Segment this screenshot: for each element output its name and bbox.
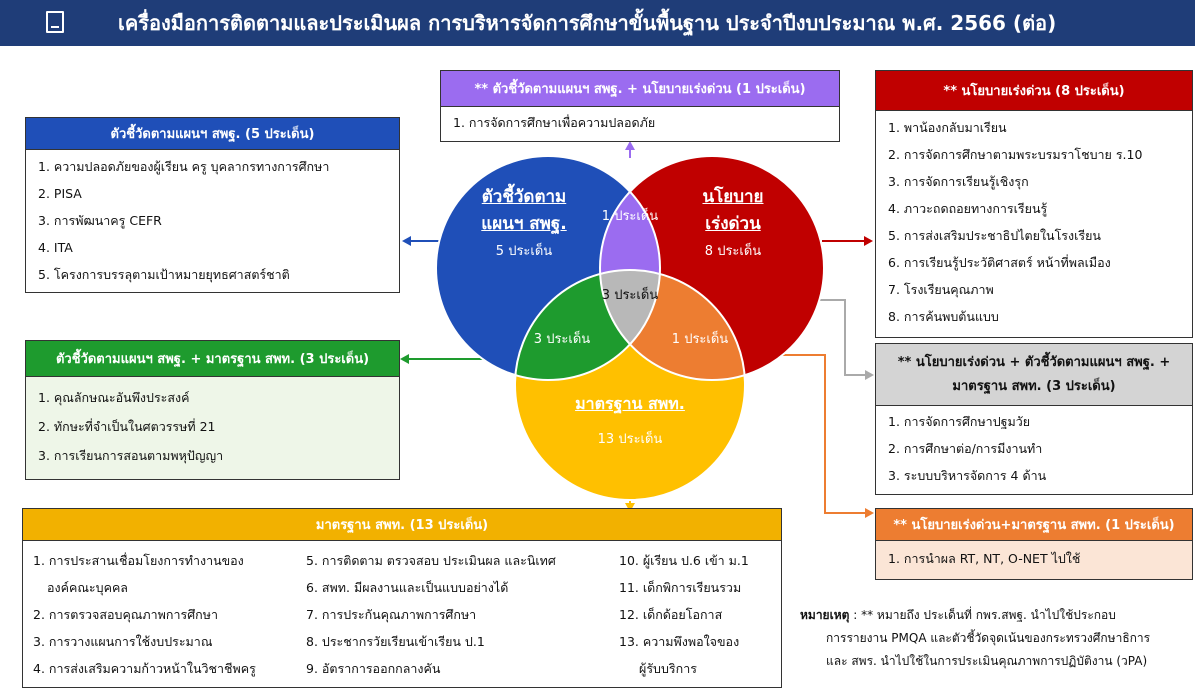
list-item: 5. การส่งเสริมประชาธิปไตยในโรงเรียน (888, 228, 1101, 243)
box-policy-standard: ** นโยบายเร่งด่วน+มาตรฐาน สพท. (1 ประเด็… (875, 508, 1193, 580)
venn-standard-count: 13 ประเด็น (597, 432, 663, 447)
box-policy-standard-header: ** นโยบายเร่งด่วน+มาตรฐาน สพท. (1 ประเด็… (876, 509, 1192, 541)
list-item: 1. พาน้องกลับมาเรียน (888, 120, 1007, 135)
list-item: 4. การส่งเสริมความก้าวหน้าในวิชาชีพครู (33, 661, 256, 676)
list-item: 3. การจัดการเรียนรู้เชิงรุก (888, 174, 1029, 189)
venn-standard-title: มาตรฐาน สพท. (575, 394, 685, 413)
list-item: 3. ระบบบริหารจัดการ 4 ด้าน (888, 468, 1047, 483)
list-item: 1. การประสานเชื่อมโยงการทำงานของ (33, 553, 244, 568)
box-plan-header: ตัวชี้วัดตามแผนฯ สพฐ. (5 ประเด็น) (26, 118, 399, 150)
box-plan-indicators: ตัวชี้วัดตามแผนฯ สพฐ. (5 ประเด็น) 1. ควา… (25, 117, 400, 293)
venn-overlap-policy-standard (600, 270, 745, 380)
list-item: 8. การค้นพบต้นแบบ (888, 309, 999, 324)
list-item: 8. ประชากรวัยเรียนเข้าเรียน ป.1 (306, 634, 485, 649)
footnote-line1: : ** หมายถึง ประเด็นที่ กพร.สพฐ. นำไปใช้… (853, 608, 1116, 622)
box-plan-standard-header: ตัวชี้วัดตามแผนฯ สพฐ. + มาตรฐาน สพท. (3 … (26, 341, 399, 377)
list-item: 7. โรงเรียนคุณภาพ (888, 282, 994, 297)
page-title: เครื่องมือการติดตามและประเมินผล การบริหา… (118, 11, 1057, 35)
list-item: 6. การเรียนรู้ประวัติศาสตร์ หน้าที่พลเมื… (888, 255, 1111, 270)
venn-plan-count: 5 ประเด็น (495, 244, 553, 259)
list-item: 9. อัตราการออกกลางคัน (306, 661, 441, 676)
box-all-three-header-line1: ** นโยบายเร่งด่วน + ตัวชี้วัดตามแผนฯ สพฐ… (897, 354, 1171, 370)
box-plan-standard: ตัวชี้วัดตามแผนฯ สพฐ. + มาตรฐาน สพท. (3 … (25, 340, 400, 480)
list-item: 2. ทักษะที่จำเป็นในศตวรรษที่ 21 (38, 419, 216, 434)
venn-plan-title-line2: แผนฯ สพฐ. (481, 214, 567, 234)
list-item: 4. ภาวะถดถอยทางการเรียนรู้ (888, 201, 1048, 216)
list-item: ผู้รับบริการ (639, 661, 697, 676)
venn-plan-standard-count: 3 ประเด็น (533, 332, 591, 347)
box-standard: มาตรฐาน สพท. (13 ประเด็น) 1. การประสานเช… (22, 508, 782, 688)
box-standard-header: มาตรฐาน สพท. (13 ประเด็น) (23, 509, 781, 541)
list-item: 3. การพัฒนาครู CEFR (38, 213, 162, 228)
venn-plan-policy-count: 1 ประเด็น (601, 209, 659, 224)
list-item: 2. PISA (38, 186, 82, 201)
list-item: 1. การจัดการศึกษาปฐมวัย (888, 414, 1031, 429)
box-all-three-header: ** นโยบายเร่งด่วน + ตัวชี้วัดตามแผนฯ สพฐ… (876, 344, 1192, 406)
list-item: 1. การจัดการศึกษาเพื่อความปลอดภัย (453, 115, 656, 130)
box-plan-policy-header: ** ตัวชี้วัดตามแผนฯ สพฐ. + นโยบายเร่งด่ว… (441, 71, 839, 107)
footnote-label: หมายเหตุ (800, 608, 850, 622)
box-plan-policy: ** ตัวชี้วัดตามแผนฯ สพฐ. + นโยบายเร่งด่ว… (440, 70, 840, 142)
list-item: 3. การวางแผนการใช้งบประมาณ (33, 634, 213, 649)
list-item: 10. ผู้เรียน ป.6 เข้า ม.1 (619, 553, 749, 568)
list-item: 3. การเรียนการสอนตามพหุปัญญา (38, 448, 224, 463)
book-icon (46, 11, 64, 33)
list-item: 13. ความพึงพอใจของ (619, 634, 740, 649)
venn-overlap-plan-standard (515, 270, 660, 380)
list-item: 1. ความปลอดภัยของผู้เรียน ครู บุคลากรทาง… (38, 159, 330, 174)
list-item: 5. โครงการบรรลุตามเป้าหมายยุทธศาสตร์ชาติ (38, 267, 290, 282)
list-item: 5. การติดตาม ตรวจสอบ ประเมินผล และนิเทศ (306, 553, 556, 568)
footnote-line2: การรายงาน PMQA และตัวชี้วัดจุดเน้นของกระ… (826, 631, 1151, 645)
box-urgent-policy: ** นโยบายเร่งด่วน (8 ประเด็น) 1. พาน้องก… (875, 70, 1193, 338)
list-item: 1. คุณลักษณะอันพึงประสงค์ (38, 390, 190, 405)
list-item: องค์คณะบุคคล (47, 580, 128, 595)
list-item: 7. การประกันคุณภาพการศึกษา (306, 607, 477, 622)
list-item: 4. ITA (38, 240, 73, 255)
venn-plan-title-line1: ตัวชี้วัดตาม (481, 187, 567, 207)
title-banner: เครื่องมือการติดตามและประเมินผล การบริหา… (0, 0, 1195, 46)
footnote: หมายเหตุ : ** หมายถึง ประเด็นที่ กพร.สพฐ… (800, 604, 1192, 673)
venn-policy-standard-count: 1 ประเด็น (671, 332, 729, 347)
list-item: 2. การศึกษาต่อ/การมีงานทำ (888, 441, 1043, 456)
venn-policy-title-line1: นโยบาย (702, 187, 764, 207)
list-item: 2. การจัดการศึกษาตามพระบรมราโชบาย ร.10 (888, 147, 1143, 162)
box-policy-header: ** นโยบายเร่งด่วน (8 ประเด็น) (876, 71, 1192, 111)
list-item: 1. การนำผล RT, NT, O-NET ไปใช้ (888, 551, 1081, 566)
list-item: 2. การตรวจสอบคุณภาพการศึกษา (33, 607, 218, 622)
list-item: 12. เด็กด้อยโอกาส (619, 607, 723, 622)
footnote-line3: และ สพร. นำไปใช้ในการประเมินคุณภาพการปฏิ… (826, 654, 1148, 668)
venn-policy-title-line2: เร่งด่วน (705, 214, 761, 234)
venn-center-count: 3 ประเด็น (601, 288, 659, 303)
box-all-three-header-line2: มาตรฐาน สพท. (3 ประเด็น) (952, 378, 1116, 394)
venn-policy-count: 8 ประเด็น (704, 244, 762, 259)
box-policy-plan-standard: ** นโยบายเร่งด่วน + ตัวชี้วัดตามแผนฯ สพฐ… (875, 343, 1193, 495)
list-item: 11. เด็กพิการเรียนรวม (619, 580, 742, 595)
list-item: 6. สพท. มีผลงานและเป็นแบบอย่างได้ (306, 580, 509, 595)
